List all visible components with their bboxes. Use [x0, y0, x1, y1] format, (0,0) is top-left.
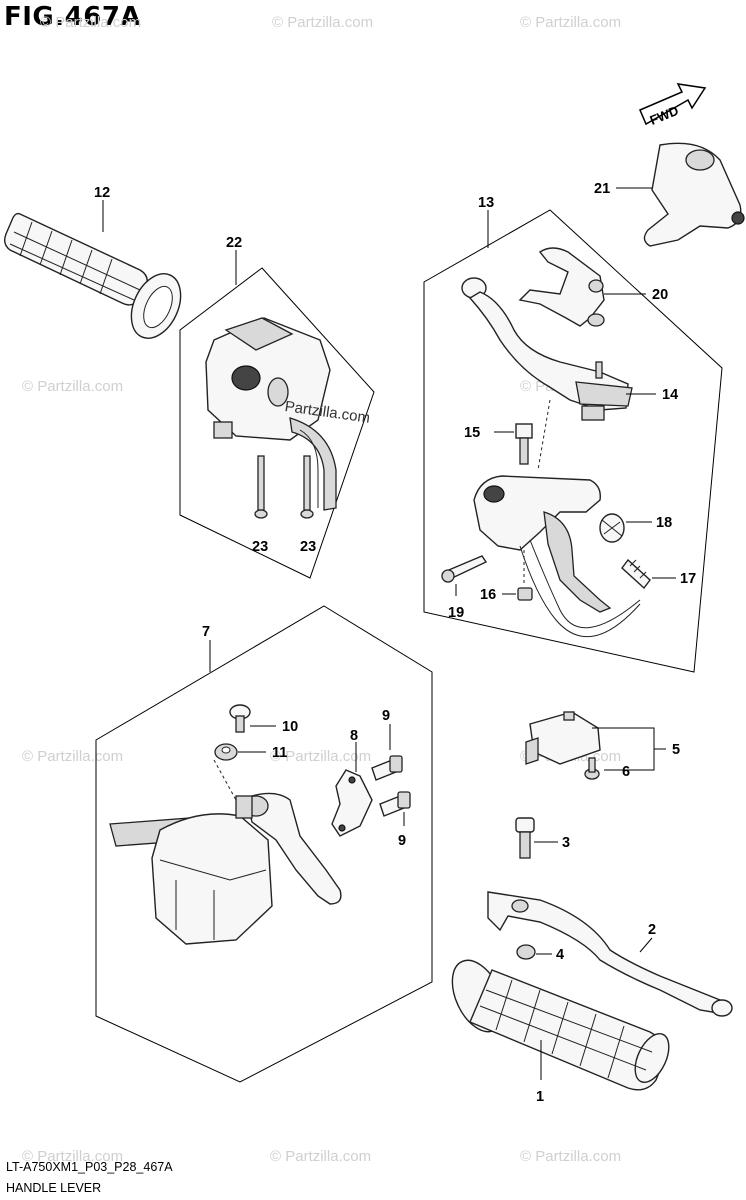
fwd-arrow: FWD: [639, 83, 707, 128]
switch-lever-assembly-7[interactable]: [109, 792, 342, 945]
group-box-13: [423, 209, 723, 673]
figure-title: FIG.467A: [4, 2, 142, 32]
group-box-7: [95, 605, 433, 1083]
watermark: © Partzilla.com: [22, 1148, 124, 1165]
bracket-20[interactable]: [518, 247, 605, 327]
callout-10: 10: [282, 719, 298, 735]
lever-holder[interactable]: [473, 475, 641, 638]
bolt-3[interactable]: [515, 817, 535, 859]
grip-right-1[interactable]: [442, 952, 676, 1091]
nut-4[interactable]: [516, 944, 536, 960]
nut-16[interactable]: [517, 587, 533, 601]
screw-10[interactable]: [229, 704, 251, 733]
callout-14: 14: [662, 387, 678, 403]
switch-5[interactable]: [525, 711, 601, 765]
callout-22: 22: [226, 235, 242, 251]
callout-12: 12: [94, 185, 110, 201]
watermark: © Partzilla.com: [270, 1148, 372, 1165]
screw-17[interactable]: [621, 558, 651, 590]
bolt-15[interactable]: [515, 423, 533, 465]
bolt-9-lower[interactable]: [379, 791, 411, 817]
switch-assembly-22[interactable]: [205, 317, 337, 519]
callout-17: 17: [680, 571, 696, 587]
watermark: © Partzilla.com: [22, 748, 124, 765]
callout-7: 7: [202, 624, 210, 640]
callout-11: 11: [272, 745, 287, 761]
watermark: © Partzilla.com: [22, 378, 124, 395]
callout-4: 4: [556, 947, 564, 963]
brake-lever-13[interactable]: [461, 277, 633, 421]
callout-15: 15: [464, 425, 480, 441]
watermark: © Partzilla.com: [272, 14, 374, 31]
callout-9b: 9: [398, 833, 406, 849]
washer-11[interactable]: [214, 743, 238, 761]
callout-21: 21: [594, 181, 610, 197]
callout-6: 6: [622, 764, 630, 780]
callout-23a: 23: [252, 539, 268, 555]
grip-left-12[interactable]: [3, 212, 191, 347]
callout-18: 18: [656, 515, 672, 531]
callout-9a: 9: [382, 708, 390, 724]
callout-13: 13: [478, 195, 494, 211]
watermark: © Partzilla.com: [270, 748, 372, 765]
callout-20: 20: [652, 287, 668, 303]
watermark: © Partzilla.com: [520, 1148, 622, 1165]
callout-5: 5: [672, 742, 680, 758]
callout-23b: 23: [300, 539, 316, 555]
group-box-22: [179, 267, 375, 579]
clamp-8[interactable]: [331, 769, 373, 837]
screw-6[interactable]: [584, 757, 600, 780]
watermark: © Partzilla.com: [40, 14, 142, 31]
bolt-19[interactable]: [441, 555, 488, 583]
section-name: HANDLE LEVER: [6, 1181, 102, 1195]
watermark: © Partzilla.com: [520, 14, 622, 31]
model-code: LT-A750XM1_P03_P28_467A: [6, 1160, 173, 1174]
callout-3: 3: [562, 835, 570, 851]
callout-2: 2: [648, 922, 656, 938]
clutch-lever-2[interactable]: [487, 891, 733, 1017]
bolt-9-upper[interactable]: [371, 755, 403, 781]
callout-19: 19: [448, 605, 464, 621]
callout-16: 16: [480, 587, 496, 603]
adjuster-18[interactable]: [599, 513, 625, 543]
lever-cover-21[interactable]: [643, 142, 745, 247]
callout-1: 1: [536, 1089, 544, 1105]
callout-8: 8: [350, 728, 358, 744]
